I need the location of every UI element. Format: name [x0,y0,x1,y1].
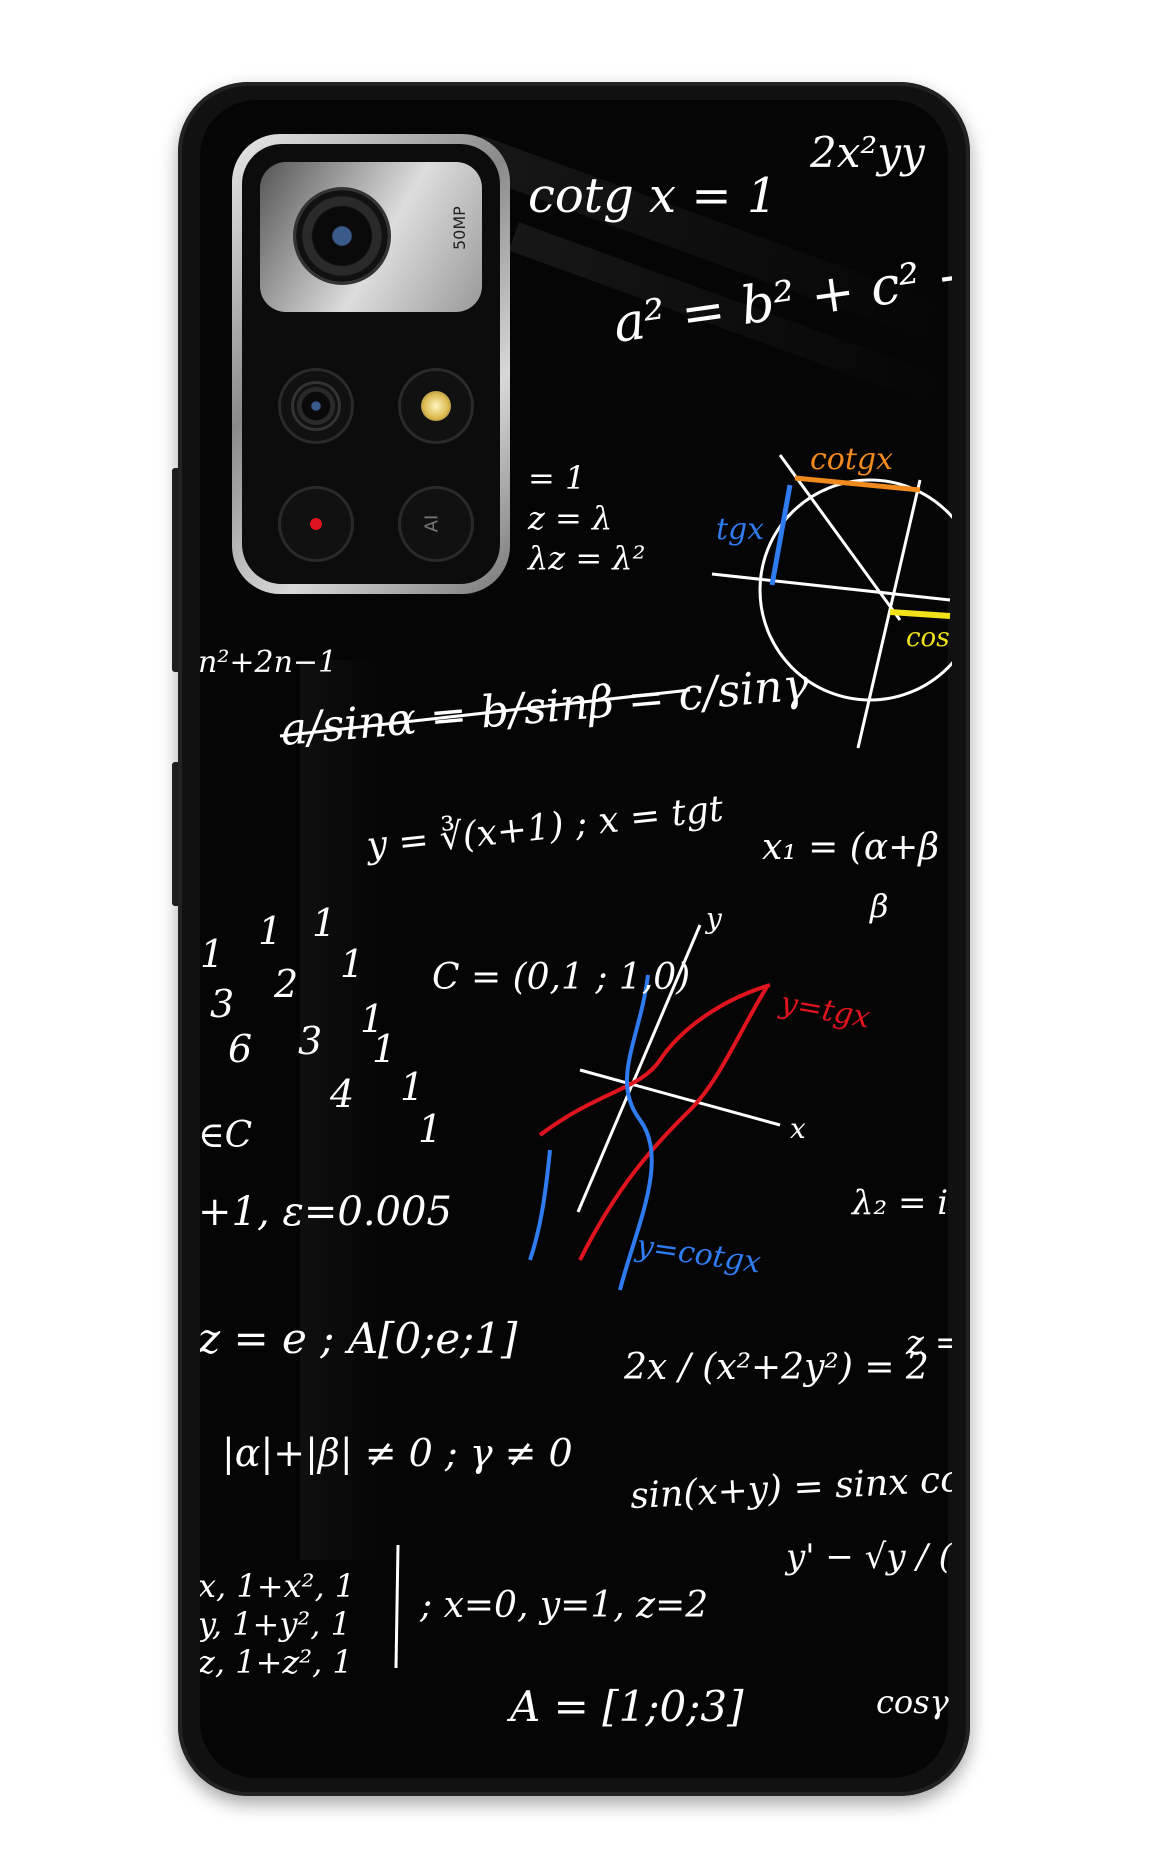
matrix-bar [394,1544,400,1669]
circle-axis-h [711,572,951,602]
number: 4 [330,1072,355,1116]
power-button [172,762,180,906]
main-camera-plate: 50MP [260,162,482,312]
number: 3 [298,1019,323,1063]
main-camera-lens-icon [296,190,388,282]
number: 1 [418,1107,443,1151]
formula-z-e: z = e ; A[0;e;1] [198,1314,518,1363]
label-cotgx: cotgx [810,442,894,477]
cotg-line [794,475,921,493]
formula-frac-2x: 2x / (x²+2y²) = 2 [624,1347,929,1388]
cotg-curve [618,974,654,1291]
number: 1 [312,901,337,945]
formula-top-right: 2x²yy [810,128,925,177]
number: 1 [200,932,225,976]
formula-cotg: cotg x = 1 [528,168,778,224]
formula-a-vec: A = [1;0;3] [510,1682,744,1731]
number: 6 [228,1027,253,1071]
formula-epsilon: +1, ε=0.005 [198,1189,452,1235]
formula-eq3: λz = λ² [528,539,646,577]
matrix-row: x, 1+x², 1 [198,1567,356,1605]
formula-z-eq: z = [906,1323,964,1363]
graph-axis-x [579,1068,781,1127]
label-tgx: tgx [716,512,765,547]
cos-line [889,609,951,619]
phone-case [178,82,970,1796]
matrix-row: y, 1+y², 1 [198,1605,351,1643]
number: 3 [210,982,235,1026]
label-cos: cos [906,623,950,653]
number: 1 [360,997,385,1041]
tg-line [769,484,793,586]
formula-lambda2: λ₂ = i [852,1183,949,1223]
secondary-lens-icon [281,371,351,441]
formula-abs: |α|+|β| ≠ 0 ; γ ≠ 0 [222,1431,573,1475]
tg-curve [538,983,771,1137]
ai-sensor: AI [401,489,471,559]
volume-button [172,468,180,672]
graph-axis-y [576,924,702,1213]
formula-x1: x₁ = (α+β [762,827,940,868]
formula-eq1: = 1 [528,459,586,497]
circle-radius [778,454,902,621]
camera-megapixel-label: 50MP [450,206,469,250]
formula-cos-gamma: cosγ [876,1683,949,1721]
formula-matrix-c: C = (0,1 ; 1,0) [432,957,691,998]
number: 1 [372,1027,397,1071]
number: 1 [258,909,283,953]
number: 2 [274,962,299,1006]
number: 1 [340,942,365,986]
formula-eq2: z = λ [528,499,613,537]
tg-curve-2 [578,983,770,1261]
number: 1 [400,1065,425,1109]
axis-y-label: y [706,902,722,935]
circle-axis-v [856,479,922,749]
formula-y-prime: y' − √y / (x+2) [786,1537,1035,1577]
cotg-curve-2 [528,1149,552,1261]
formula-in-c: ∈C [198,1115,253,1156]
ai-label: AI [421,514,443,533]
matrix-row: z, 1+z², 1 [198,1643,353,1681]
macro-lens-icon [281,489,351,559]
formula-left-frac: n²+2n−1 [198,645,338,680]
flash-icon [401,371,471,441]
formula-xyz: ; x=0, y=1, z=2 [420,1585,709,1626]
axis-x-label: x [790,1112,806,1145]
camera-module: 50MP AI [232,134,510,594]
formula-beta: β [870,887,889,925]
sine-frac-line [279,688,691,738]
